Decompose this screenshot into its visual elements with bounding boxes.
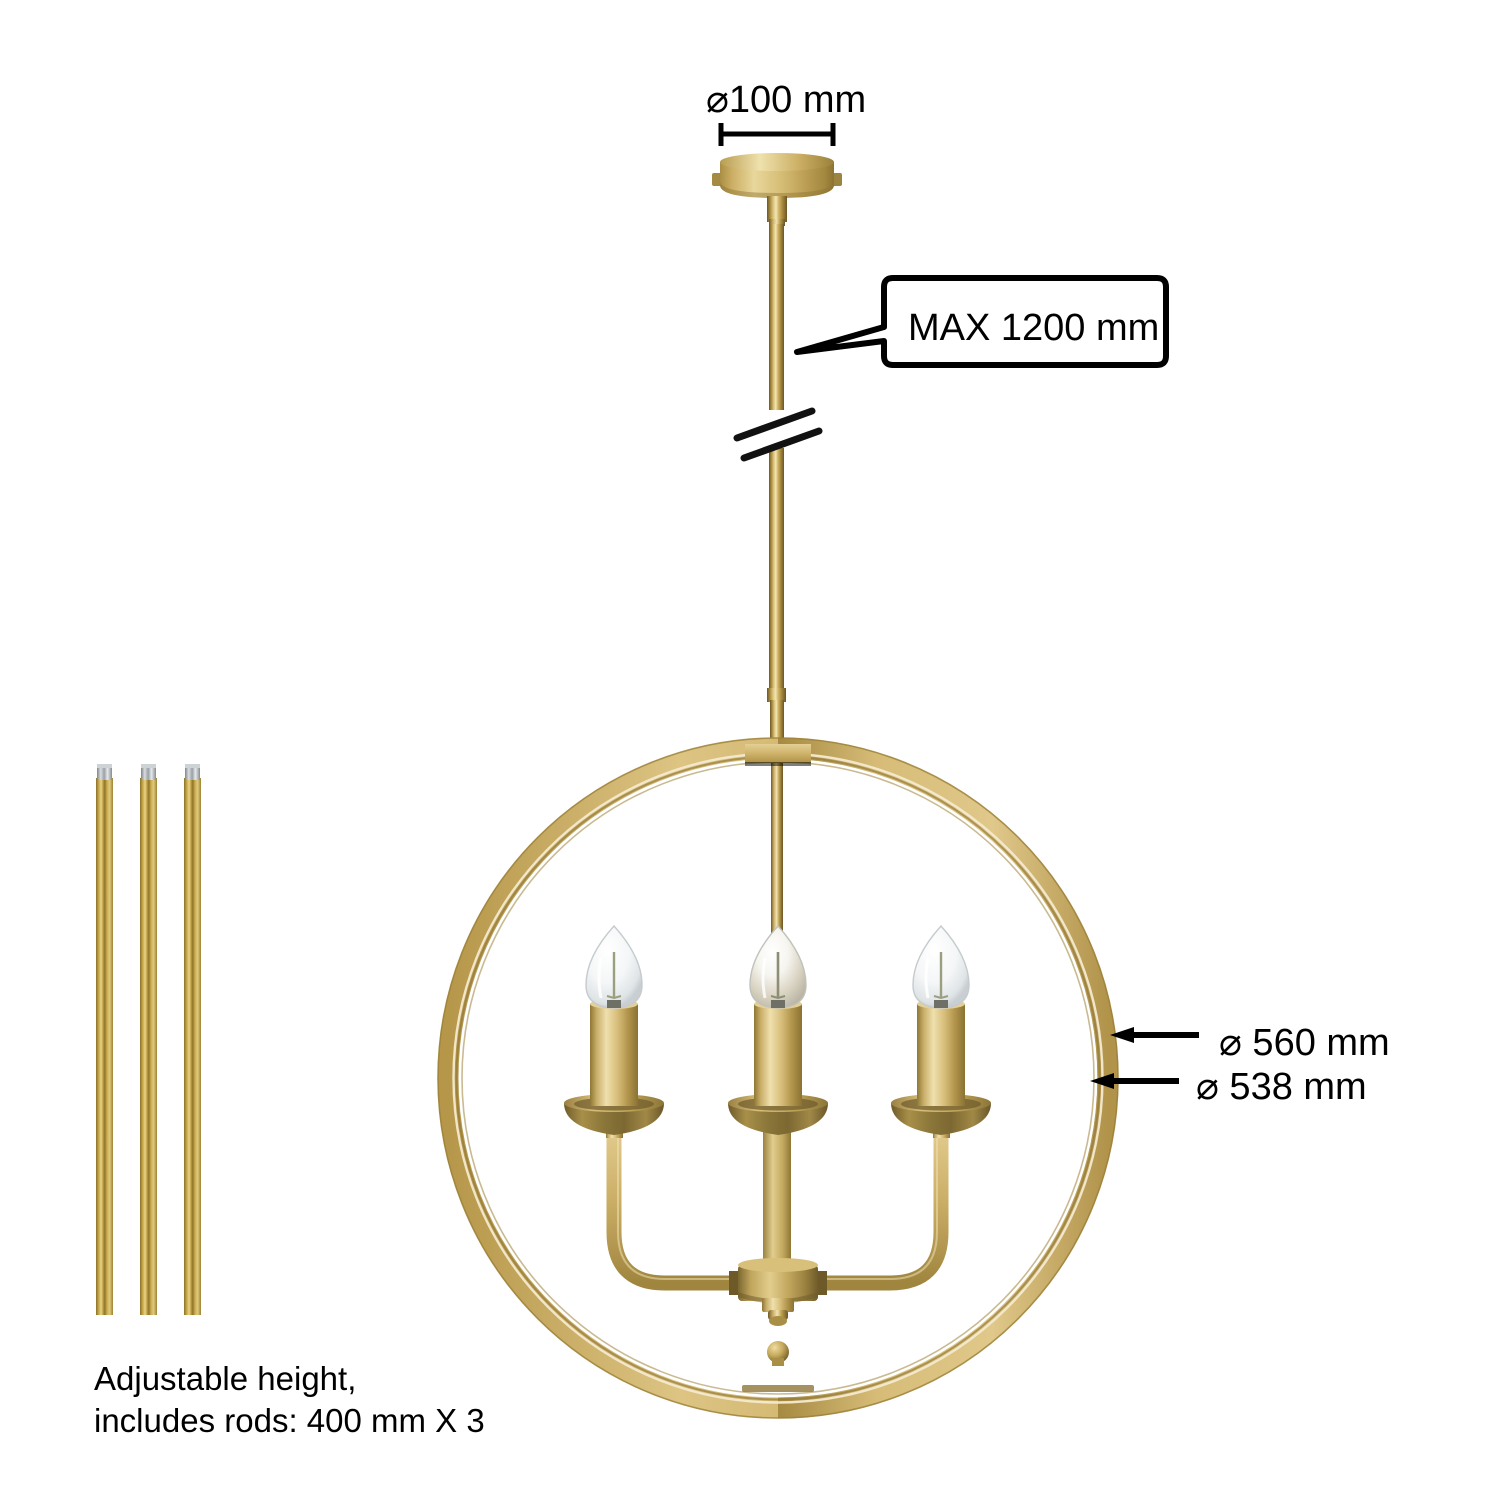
candle-light-right (891, 924, 991, 1135)
canopy-diameter-label: ⌀100 mm (706, 79, 867, 121)
max-drop-label: MAX 1200 mm (908, 307, 1160, 349)
extension-rod (184, 764, 201, 1315)
candle-light-center (728, 924, 828, 1135)
extension-rod (140, 764, 157, 1315)
extension-rod (96, 764, 113, 1315)
drop-rod (767, 224, 786, 946)
ring-outer-diameter-label: ⌀ 560 mm (1219, 1022, 1390, 1064)
note-line-1: Adjustable height, (94, 1360, 357, 1397)
extension-rods-group (96, 764, 201, 1315)
max-drop-callout (794, 275, 1169, 368)
ring-inner-diameter-label: ⌀ 538 mm (1196, 1066, 1367, 1108)
leader-arrow-560 (1110, 1027, 1199, 1043)
ceiling-canopy (712, 153, 842, 226)
canopy-dimension-line (718, 123, 836, 146)
leader-arrow-538 (1090, 1073, 1179, 1089)
rod-break-symbol (733, 407, 823, 462)
note-line-2: includes rods: 400 mm X 3 (94, 1402, 485, 1440)
center-hub (738, 1258, 818, 1326)
candle-arms (606, 1120, 950, 1295)
candle-light-left (564, 924, 664, 1135)
adjustable-height-note: Adjustable height, includes rods: 400 mm … (94, 1358, 485, 1442)
